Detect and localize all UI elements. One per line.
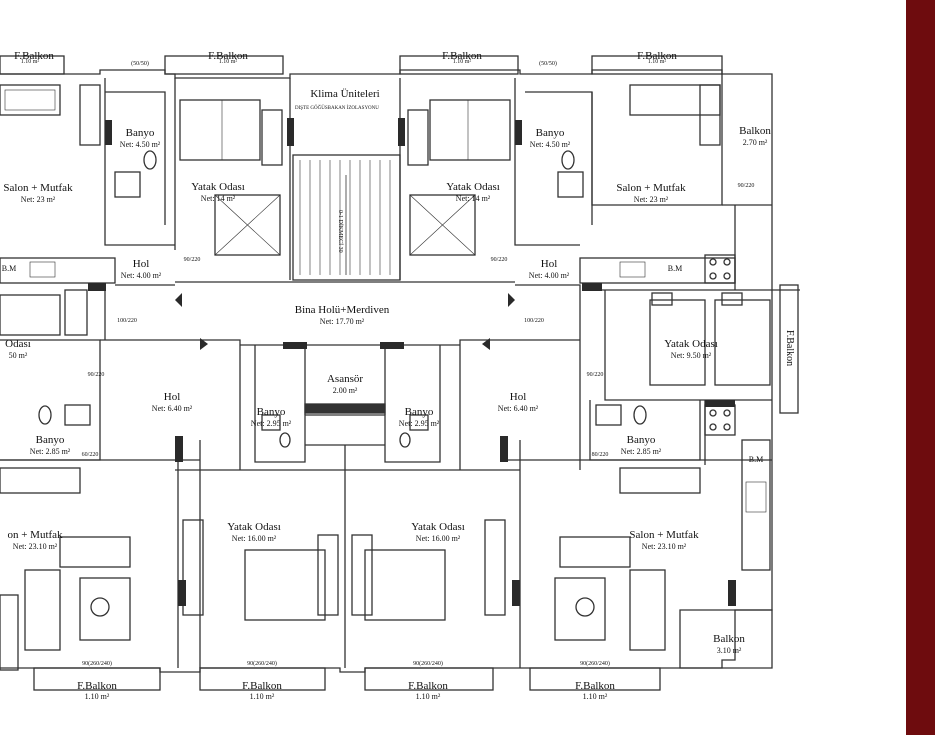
label-tl-balkon: F.Balkon <box>14 50 54 62</box>
dim-8022-a: 80/220 <box>591 452 609 458</box>
dim-9022-e: 90/220 <box>586 372 604 378</box>
exterior-wall-right <box>520 290 773 669</box>
balcony-b3 <box>364 667 494 691</box>
label-r-fbalkon: F.Balkon <box>784 330 795 367</box>
balcony-right <box>779 284 799 414</box>
dim-9022-a: 90/220 <box>183 257 201 263</box>
balcony-tc2 <box>399 55 519 75</box>
dim-tl: 1.10 m² <box>20 59 40 65</box>
hall-outline <box>115 281 581 340</box>
label-bm-top: B.M <box>1 264 17 273</box>
balcony-br <box>679 609 773 669</box>
dim-9022-d: 90/220 <box>87 372 105 378</box>
dim-260-a: 90(260/240) <box>82 661 112 667</box>
dim-9022-b: 90/220 <box>490 257 508 263</box>
label-tr-balkon: F.Balkon <box>637 50 677 62</box>
dim-10022-b: 100/220 <box>524 318 544 324</box>
dim-10022-a: 100/220 <box>117 318 137 324</box>
label-ac-note: DIŞTE GÖĞÜSBAKAN İZOLASYONU <box>295 106 379 111</box>
label-tc2-balkon: F.Balkon <box>442 50 482 62</box>
dim-tc1: 1.10 m² <box>218 59 238 65</box>
dim-tr: 1.10 m² <box>647 59 667 65</box>
dim-260-b: 90(260/240) <box>247 661 277 667</box>
balcony-tc1 <box>164 55 284 75</box>
label-ac-units: Klima Üniteleri <box>310 88 380 100</box>
balcony-b4 <box>529 667 661 691</box>
dim-5050-left: (50/50) <box>131 61 149 67</box>
dim-tc2: 1.10 m² <box>452 59 472 65</box>
balcony-b1 <box>33 667 161 691</box>
balcony-tr <box>591 55 723 75</box>
balcony-tl <box>0 55 65 75</box>
label-bm-right: B.M <box>748 455 764 464</box>
stair <box>292 154 401 281</box>
dim-260-c: 90(260/240) <box>413 661 443 667</box>
dim-9022-c: 90/220 <box>737 183 755 189</box>
dim-260-d: 90(260/240) <box>580 661 610 667</box>
label-tc1-balkon: F.Balkon <box>208 50 248 62</box>
label-stair-note: 0-1 DİKMECİ 30 <box>337 210 343 253</box>
dim-6022-a: 60/220 <box>81 452 99 458</box>
balcony-b2 <box>199 667 326 691</box>
side-bar <box>906 0 935 735</box>
floor-plan <box>0 55 800 691</box>
dim-5050-right: (50/50) <box>539 61 557 67</box>
label-bm-top-right: B.M <box>667 264 683 273</box>
